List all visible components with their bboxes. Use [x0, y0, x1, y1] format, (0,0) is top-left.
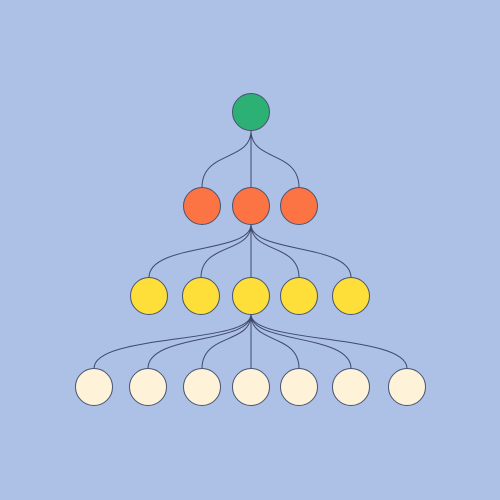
edge-level-3-node-7	[250, 314, 408, 369]
edge-level-2-node-4	[250, 224, 300, 278]
edge-level-1-node-3	[250, 130, 300, 188]
node-level-3-1	[75, 368, 113, 406]
edge-level-3-node-2	[147, 314, 252, 369]
node-level-3-6	[332, 368, 370, 406]
edge-level-3-node-1	[93, 314, 252, 369]
edge-level-3-node-3	[201, 314, 252, 369]
node-level-3-4	[232, 368, 270, 406]
node-level-2-5	[332, 277, 370, 315]
edge-level-2-node-2	[200, 224, 252, 278]
node-level-2-4	[280, 277, 318, 315]
node-level-3-7	[388, 368, 426, 406]
node-level-3-5	[280, 368, 318, 406]
node-level-1-2	[232, 187, 270, 225]
node-level-1-1	[183, 187, 221, 225]
edge-level-2-node-1	[148, 224, 252, 278]
node-level-2-2	[182, 277, 220, 315]
node-level-0-1	[232, 93, 270, 131]
edge-level-3-node-5	[250, 314, 300, 369]
node-level-2-3	[232, 277, 270, 315]
nodes-layer	[75, 93, 426, 406]
node-level-2-1	[130, 277, 168, 315]
node-level-1-3	[280, 187, 318, 225]
edge-level-3-node-6	[250, 314, 352, 369]
node-level-3-3	[183, 368, 221, 406]
edge-level-2-node-5	[250, 224, 352, 278]
edge-level-1-node-1	[201, 130, 252, 188]
edges-layer	[93, 130, 408, 369]
node-level-3-2	[129, 368, 167, 406]
